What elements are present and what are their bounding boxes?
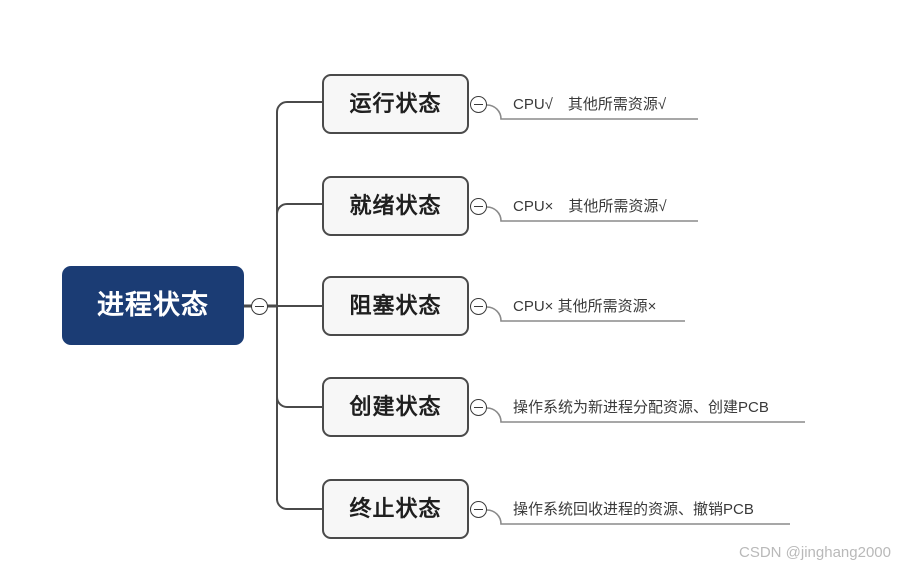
branch-node-blocked[interactable]: 阻塞状态 — [322, 276, 469, 336]
branch-node-label: 运行状态 — [349, 91, 442, 116]
leaf-text-terminated: 操作系统回收进程的资源、撤销PCB — [513, 501, 754, 518]
branch-node-created[interactable]: 创建状态 — [322, 377, 469, 437]
branch-node-terminated[interactable]: 终止状态 — [322, 479, 469, 539]
branch-node-ready[interactable]: 就绪状态 — [322, 176, 469, 236]
leaf-text-ready: CPU× 其他所需资源√ — [513, 198, 667, 215]
root-node[interactable]: 进程状态 — [62, 266, 244, 345]
minus-circle-icon-terminated[interactable] — [470, 501, 487, 518]
minus-circle-icon-root[interactable] — [251, 298, 268, 315]
leaf-text-created: 操作系统为新进程分配资源、创建PCB — [513, 399, 769, 416]
leaf-text-running: CPU√ 其他所需资源√ — [513, 96, 667, 113]
minus-circle-icon-running[interactable] — [470, 96, 487, 113]
root-node-label: 进程状态 — [97, 290, 209, 320]
minus-circle-icon-created[interactable] — [470, 399, 487, 416]
minus-circle-icon-blocked[interactable] — [470, 298, 487, 315]
branch-node-label: 阻塞状态 — [349, 293, 442, 318]
branch-node-label: 终止状态 — [349, 496, 442, 521]
branch-node-label: 就绪状态 — [349, 193, 442, 218]
branch-node-label: 创建状态 — [349, 394, 442, 419]
branch-node-running[interactable]: 运行状态 — [322, 74, 469, 134]
watermark: CSDN @jinghang2000 — [739, 544, 891, 561]
minus-circle-icon-ready[interactable] — [470, 198, 487, 215]
leaf-text-blocked: CPU× 其他所需资源× — [513, 298, 657, 315]
